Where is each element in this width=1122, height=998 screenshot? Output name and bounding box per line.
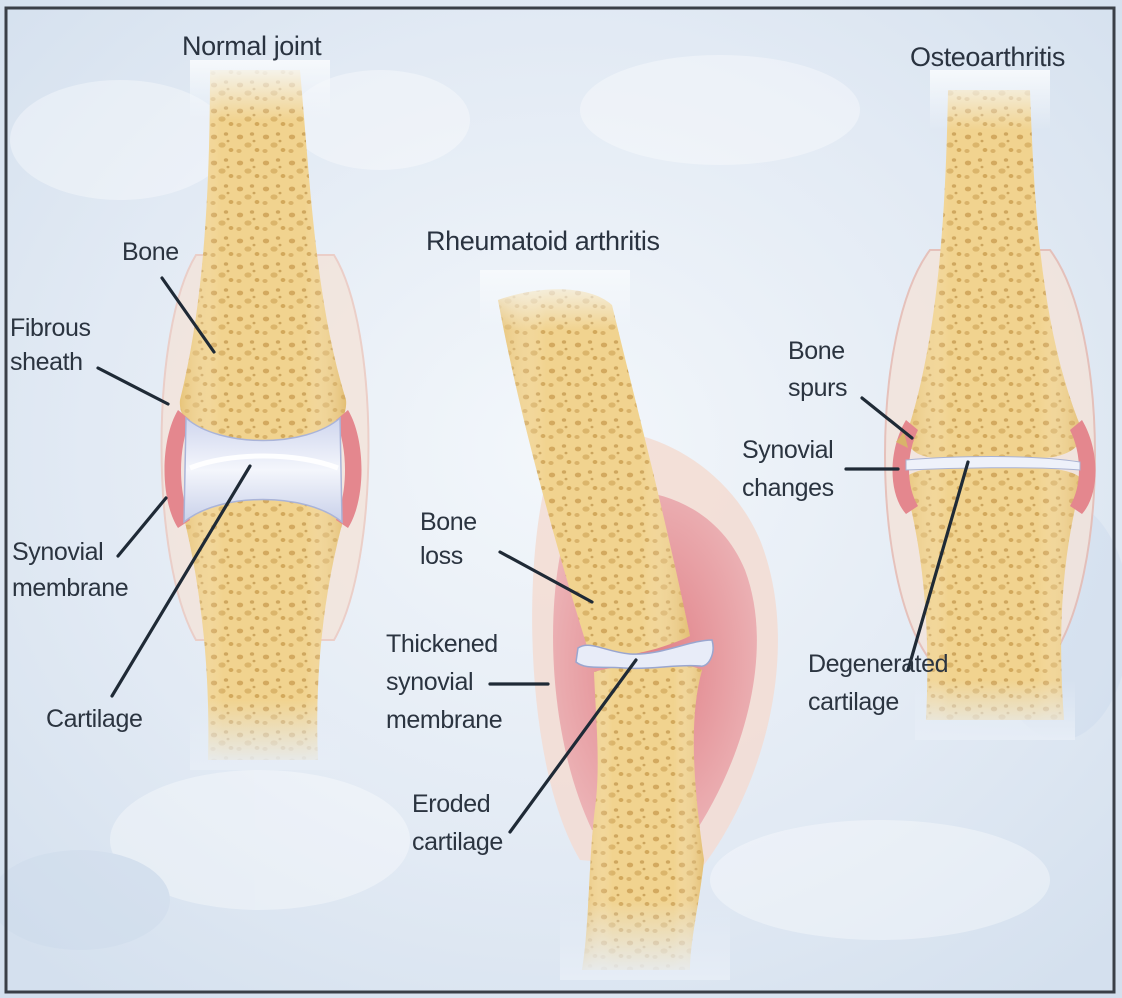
normal-fibrous-label-line2: sheath (10, 348, 83, 376)
bone-loss-label-line2: loss (420, 542, 463, 570)
osteo-degenerated-cartilage (906, 457, 1080, 471)
synovial-changes-label-line2: changes (742, 474, 834, 502)
thickened-synovial-label-line2: synovial (386, 668, 473, 696)
normal-cartilage-label: Cartilage (46, 705, 142, 733)
eroded-cartilage-label-line2: cartilage (412, 828, 503, 856)
normal-bone-label: Bone (122, 238, 179, 266)
degenerated-cartilage-label-line2: cartilage (808, 688, 899, 716)
bone-loss-label-line1: Bone (420, 508, 477, 536)
normal-synovial-label-line2: membrane (12, 574, 128, 602)
rheumatoid-title: Rheumatoid arthritis (426, 226, 660, 256)
bone-spurs-label-line2: spurs (788, 374, 847, 402)
normal-fibrous-label-line1: Fibrous (10, 314, 91, 342)
thickened-synovial-label-line1: Thickened (386, 630, 498, 658)
degenerated-cartilage-label-line1: Degenerated (808, 650, 948, 678)
bone-spurs-label-line1: Bone (788, 337, 845, 365)
thickened-synovial-label-line3: membrane (386, 706, 502, 734)
eroded-cartilage-label-line1: Eroded (412, 790, 490, 818)
synovial-changes-label-line1: Synovial (742, 436, 833, 464)
osteoarthritis-title: Osteoarthritis (910, 42, 1065, 72)
normal-joint-title: Normal joint (182, 31, 322, 61)
normal-synovial-label-line1: Synovial (12, 538, 103, 566)
